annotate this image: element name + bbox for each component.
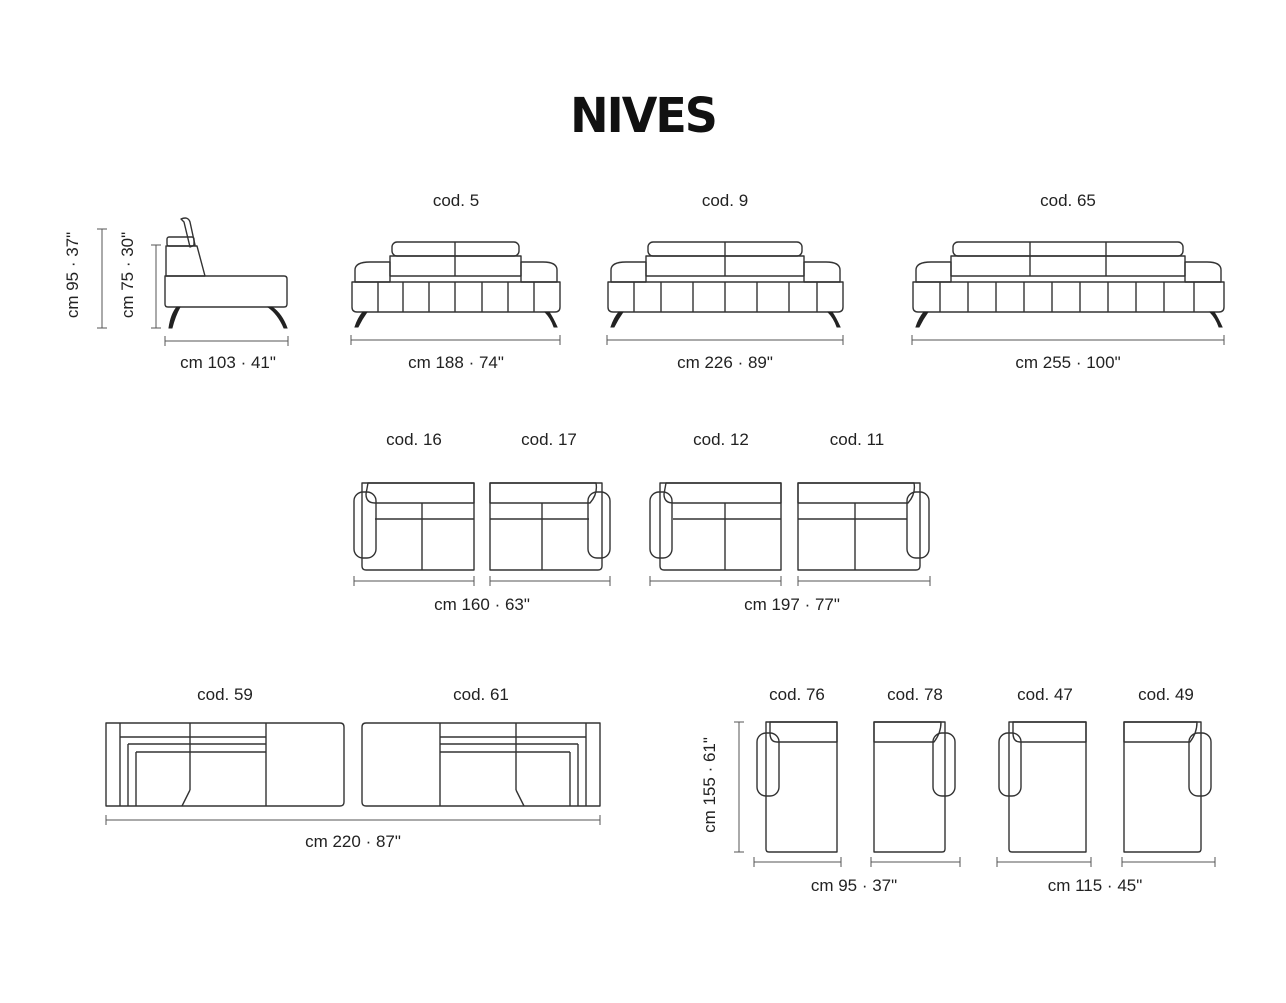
page-title: NIVES xyxy=(570,86,718,144)
code-label-59: cod. 59 xyxy=(197,685,253,704)
chaise-top-49 xyxy=(1123,721,1212,853)
chaise-top-78 xyxy=(873,721,956,853)
module-top-16 xyxy=(353,482,475,571)
code-label-76: cod. 76 xyxy=(769,685,825,704)
dimension-label-160: cm 160 · 63" xyxy=(434,595,530,614)
code-label-5: cod. 5 xyxy=(432,191,480,210)
code-label-47: cod. 47 xyxy=(1017,685,1073,704)
code-label-17: cod. 17 xyxy=(521,430,577,449)
chaise-top-76 xyxy=(756,721,838,853)
code-label-78: cod. 78 xyxy=(887,685,943,704)
code-label-61: cod. 61 xyxy=(453,685,509,704)
row3-left-dimension-line xyxy=(105,815,601,825)
dimension-label-5: cm 188 · 74" xyxy=(408,353,504,372)
chaise-top-47 xyxy=(998,721,1087,853)
module-top-59 xyxy=(105,722,345,807)
module-top-11 xyxy=(797,482,930,571)
row2-dimension-lines xyxy=(353,576,931,586)
sofa-front-5 xyxy=(350,241,561,345)
module-top-17 xyxy=(489,482,611,571)
code-label-9: cod. 9 xyxy=(701,191,749,210)
dimension-label-115: cm 115 · 45" xyxy=(1047,876,1143,895)
side-depth-label: cm 103 · 41" xyxy=(180,353,276,372)
dimension-label-9: cm 226 · 89" xyxy=(677,353,773,372)
code-label-16: cod. 16 xyxy=(386,430,442,449)
dimension-label-95: cm 95 · 37" xyxy=(810,876,898,895)
dimension-label-65: cm 255 · 100" xyxy=(1015,353,1121,372)
row3-right-dimension-lines xyxy=(734,721,1216,867)
sofa-front-9 xyxy=(606,241,844,345)
side-dimension-lines xyxy=(97,228,289,346)
code-label-65: cod. 65 xyxy=(1040,191,1096,210)
dimension-label-220: cm 220 · 87" xyxy=(305,832,401,851)
module-top-61 xyxy=(361,722,601,807)
code-label-12: cod. 12 xyxy=(693,430,749,449)
side-view-drawing xyxy=(164,217,288,329)
module-top-12 xyxy=(649,482,782,571)
dimension-label-197: cm 197 · 77" xyxy=(744,595,840,614)
code-label-11: cod. 11 xyxy=(829,430,885,449)
sofa-front-65 xyxy=(911,241,1225,345)
code-label-49: cod. 49 xyxy=(1138,685,1194,704)
